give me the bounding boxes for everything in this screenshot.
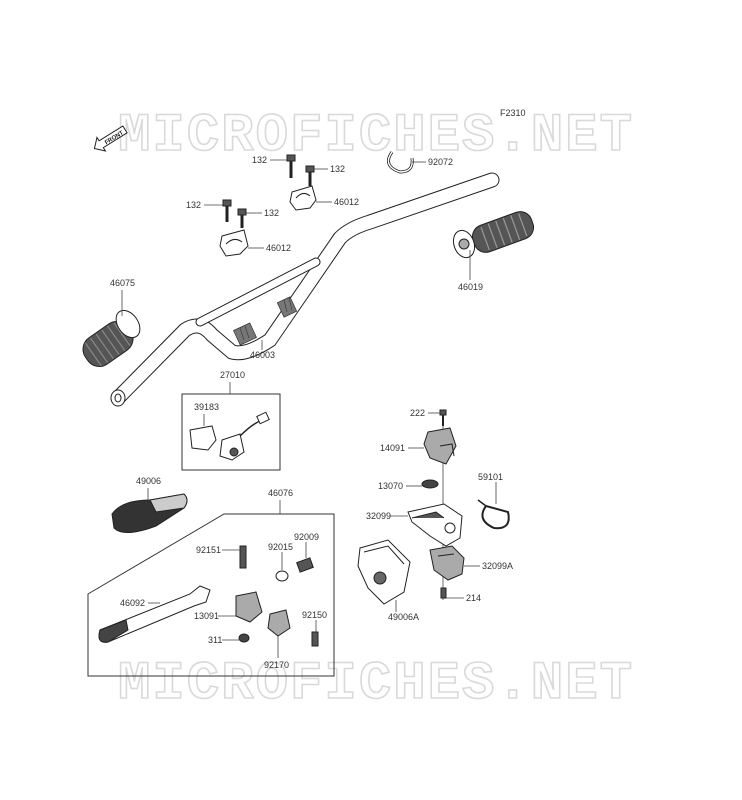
label-92170: 92170: [264, 660, 289, 670]
bolt-132-a: [286, 154, 296, 178]
label-46019: 46019: [458, 282, 483, 292]
lever-assembly-box: [87, 513, 335, 677]
left-grip: [82, 309, 141, 368]
label-222: 222: [410, 408, 425, 418]
label-27010: 27010: [220, 370, 245, 380]
upper-clamp-bottom: [219, 229, 249, 257]
label-32099: 32099: [366, 511, 391, 521]
label-132-d: 132: [264, 208, 279, 218]
label-92015: 92015: [268, 542, 293, 552]
label-214: 214: [466, 593, 481, 603]
label-59101: 59101: [478, 472, 503, 482]
label-46012-b: 46012: [266, 243, 291, 253]
label-13091: 13091: [194, 611, 219, 621]
switch-assembly-box: [181, 393, 281, 471]
watermark-text-top: MICROFICHES.NET: [118, 106, 634, 167]
label-311: 311: [208, 635, 222, 645]
label-92072: 92072: [428, 157, 453, 167]
bolt-132-b: [305, 165, 315, 186]
lever-guard: [111, 493, 188, 533]
label-49006a: 49006A: [388, 612, 419, 622]
label-92151: 92151: [196, 545, 221, 555]
label-92150: 92150: [302, 610, 327, 620]
label-132-c: 132: [186, 200, 201, 210]
label-39183: 39183: [194, 402, 219, 412]
label-46075: 46075: [110, 278, 135, 288]
leader-lines-top: [121, 159, 471, 350]
handlebar: [110, 172, 500, 407]
leader-lines-lever: [148, 542, 317, 658]
upper-clamp-top: [289, 185, 317, 211]
label-14091: 14091: [380, 443, 405, 453]
label-46012-a: 46012: [334, 197, 359, 207]
right-grip: [452, 211, 535, 259]
figure-code: F2310: [500, 108, 526, 118]
label-46092: 46092: [120, 598, 145, 608]
label-92009: 92009: [294, 532, 319, 542]
label-46003: 46003: [250, 350, 275, 360]
lever-perch: [235, 545, 319, 647]
clip-92072: [386, 151, 414, 174]
label-46076: 46076: [268, 488, 293, 498]
watermark-text-bottom: MICROFICHES.NET: [118, 654, 634, 715]
watermark-top: MICROFICHES.NET: [117, 105, 634, 168]
throttle-cluster: [357, 409, 510, 605]
bolt-132-c: [222, 199, 232, 222]
label-13070: 13070: [378, 481, 403, 491]
kill-switch: [189, 411, 270, 461]
label-32099a: 32099A: [482, 561, 513, 571]
label-49006: 49006: [136, 476, 161, 486]
label-132-b: 132: [330, 164, 345, 174]
clutch-lever: [98, 585, 211, 643]
watermark-bottom: MICROFICHES.NET: [117, 653, 634, 716]
leader-lines-right: [390, 412, 497, 612]
label-132-a: 132: [252, 155, 267, 165]
bolt-132-d: [237, 208, 247, 228]
